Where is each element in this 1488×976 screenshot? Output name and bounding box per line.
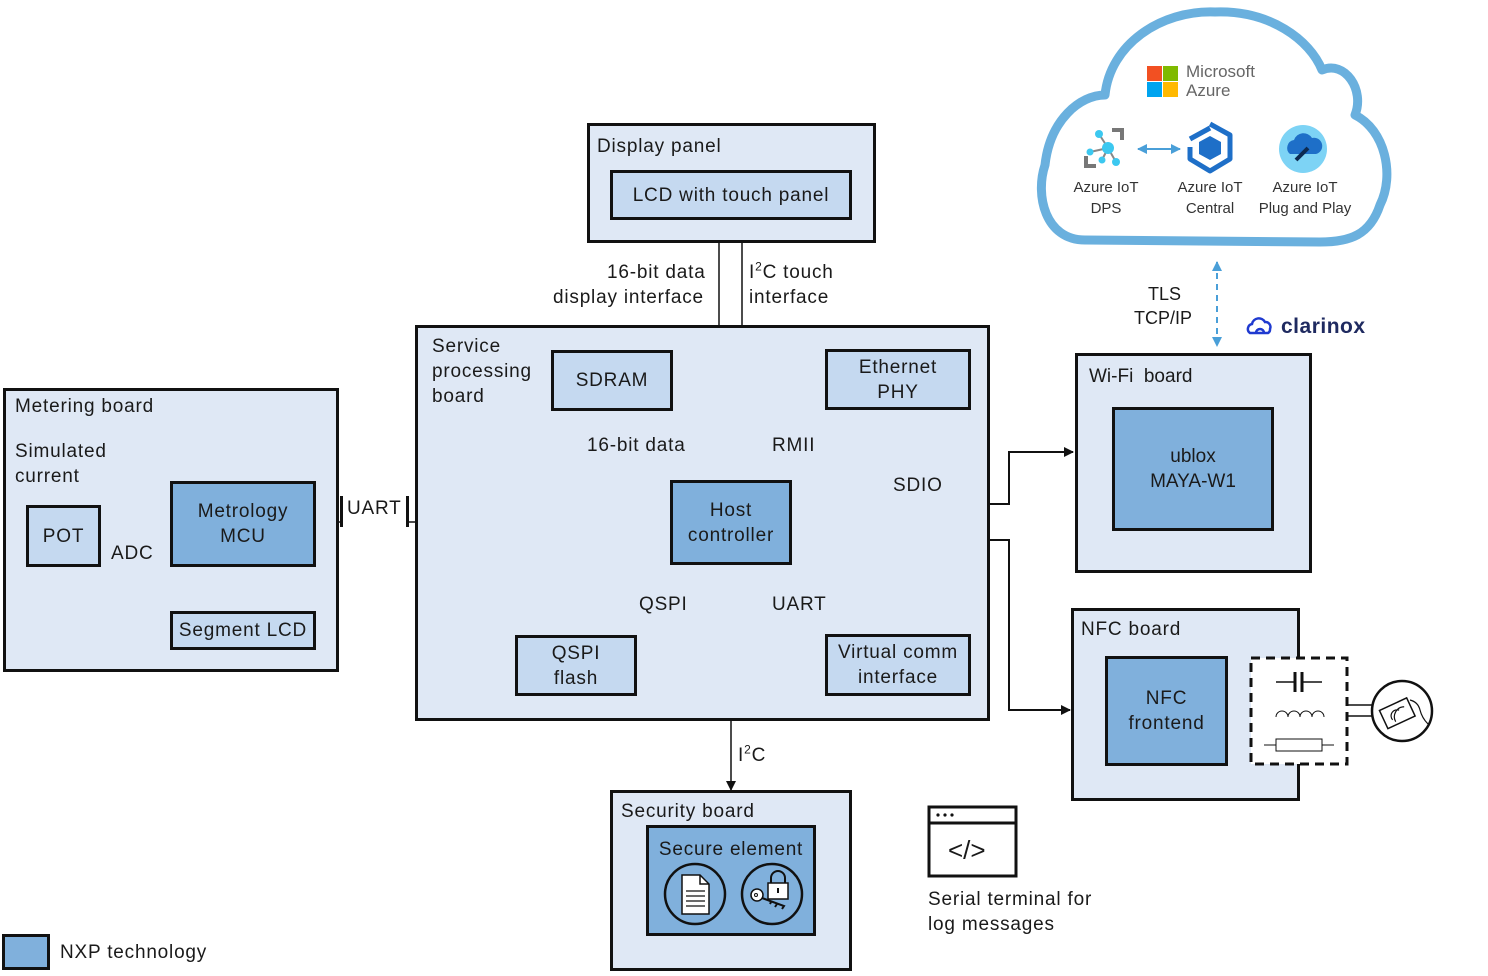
metering-board-title: Metering board — [15, 396, 154, 417]
legend-swatch — [2, 934, 50, 970]
touch-label-1: I2C touch — [749, 260, 834, 285]
rmii-label: RMII — [772, 435, 816, 456]
nfc-card-tap-icon — [1370, 679, 1434, 743]
touch-label-rest: C touch — [762, 262, 834, 283]
secure-element-block: Secure element — [646, 825, 816, 936]
i2c-sup: 2 — [744, 742, 752, 757]
pot-label: POT — [42, 525, 85, 547]
virtual-comm-block: Virtual comm interface — [825, 634, 971, 696]
service-central-sub: Central — [1185, 200, 1235, 217]
display-data-label-2: display interface — [553, 287, 704, 308]
serial-terminal-glyph: </> — [948, 835, 986, 865]
service-pnp-sub: Plug and Play — [1258, 200, 1352, 217]
secure-element-label: Secure element — [658, 839, 804, 860]
ethernet-label-1: Ethernet — [858, 356, 938, 378]
wifi-board-title: Wi-Fi board — [1089, 366, 1193, 387]
uart-metering-label-text: UART — [347, 498, 402, 519]
display-panel-title: Display panel — [597, 136, 722, 157]
vcom-label-2: interface — [857, 667, 939, 688]
host-label-1: Host — [709, 499, 753, 521]
segment-lcd-label: Segment LCD — [178, 620, 308, 641]
ethernet-label-2: PHY — [877, 381, 919, 403]
lcd-touch-panel: LCD with touch panel — [610, 170, 852, 220]
ublox-label-1: ublox — [1170, 446, 1216, 467]
vcom-label-1: Virtual comm — [837, 642, 959, 663]
tls-label: TLS — [1148, 284, 1182, 304]
mcu-label-2: MCU — [220, 526, 266, 547]
qspi-label-2: flash — [553, 667, 599, 689]
serial-terminal-label-2: log messages — [928, 914, 1055, 935]
sdram-block: SDRAM — [551, 350, 673, 411]
sdram-link-label: 16-bit data — [587, 435, 686, 456]
simulated-label-1: Simulated — [15, 441, 107, 462]
uart-vcom-label: UART — [772, 594, 827, 615]
touch-label-2: interface — [749, 287, 830, 308]
qspi-label-1: QSPI — [551, 642, 601, 664]
nfc-board-title: NFC board — [1081, 619, 1182, 640]
qspi-link-label: QSPI — [639, 594, 688, 615]
mcu-label-1: Metrology — [197, 501, 289, 522]
capacitor-icon — [1276, 672, 1322, 692]
adc-label: ADC — [111, 543, 154, 564]
iot-central-icon — [1187, 121, 1233, 174]
service-dps-sub: DPS — [1090, 200, 1122, 217]
service-dps-name: Azure IoT — [1073, 179, 1139, 196]
service-board-title-1: Service — [432, 336, 501, 357]
clarinox-logo-text: clarinox — [1281, 315, 1366, 338]
matching-network-overlay — [1249, 656, 1349, 766]
service-board-title-3: board — [432, 386, 485, 407]
service-pnp-name: Azure IoT — [1272, 179, 1338, 196]
nfc-label-1: NFC — [1145, 688, 1188, 709]
serial-terminal-label-1: Serial terminal for — [928, 889, 1093, 910]
nfc-frontend-block: NFC frontend — [1105, 656, 1228, 766]
resistor-icon — [1264, 738, 1334, 752]
iot-plug-and-play-icon — [1279, 125, 1327, 173]
nfc-label-2: frontend — [1128, 713, 1205, 734]
i2c-rest: C — [751, 745, 767, 766]
i2c-security-label: I2C — [738, 743, 766, 768]
simulated-label-2: current — [15, 466, 80, 487]
lcd-touch-panel-label: LCD with touch panel — [632, 184, 830, 206]
azure-brand-line2: Azure — [1186, 81, 1231, 100]
azure-brand-line1: Microsoft — [1186, 62, 1255, 81]
ublox-label-2: MAYA-W1 — [1150, 471, 1236, 492]
pot-block: POT — [26, 505, 101, 567]
sdio-label: SDIO — [893, 475, 943, 496]
microsoft-logo-icon — [1147, 66, 1179, 98]
qspi-flash-block: QSPI flash — [515, 635, 637, 696]
sdram-label: SDRAM — [575, 370, 649, 391]
iot-dps-icon — [1084, 128, 1124, 168]
touch-label-prefix: I — [749, 262, 756, 283]
security-board-title: Security board — [621, 801, 755, 822]
host-controller-block: Host controller — [670, 480, 792, 565]
certificate-document-icon — [663, 862, 727, 926]
key-lock-icon — [740, 862, 804, 926]
service-board-title-2: processing — [432, 361, 532, 382]
segment-lcd-block: Segment LCD — [170, 611, 316, 650]
display-data-label-1: 16-bit data — [607, 262, 706, 283]
legend-label: NXP technology — [60, 942, 208, 963]
serial-terminal-icon — [927, 805, 1018, 878]
uart-metering-label: UART — [340, 496, 409, 527]
inductor-icon — [1275, 710, 1325, 718]
host-label-2: controller — [687, 524, 775, 546]
i2c-prefix: I — [738, 745, 745, 766]
touch-label-sup: 2 — [755, 259, 763, 274]
service-central-name: Azure IoT — [1177, 179, 1243, 196]
tcpip-label: TCP/IP — [1134, 308, 1193, 328]
clarinox-logo-icon — [1246, 317, 1272, 335]
